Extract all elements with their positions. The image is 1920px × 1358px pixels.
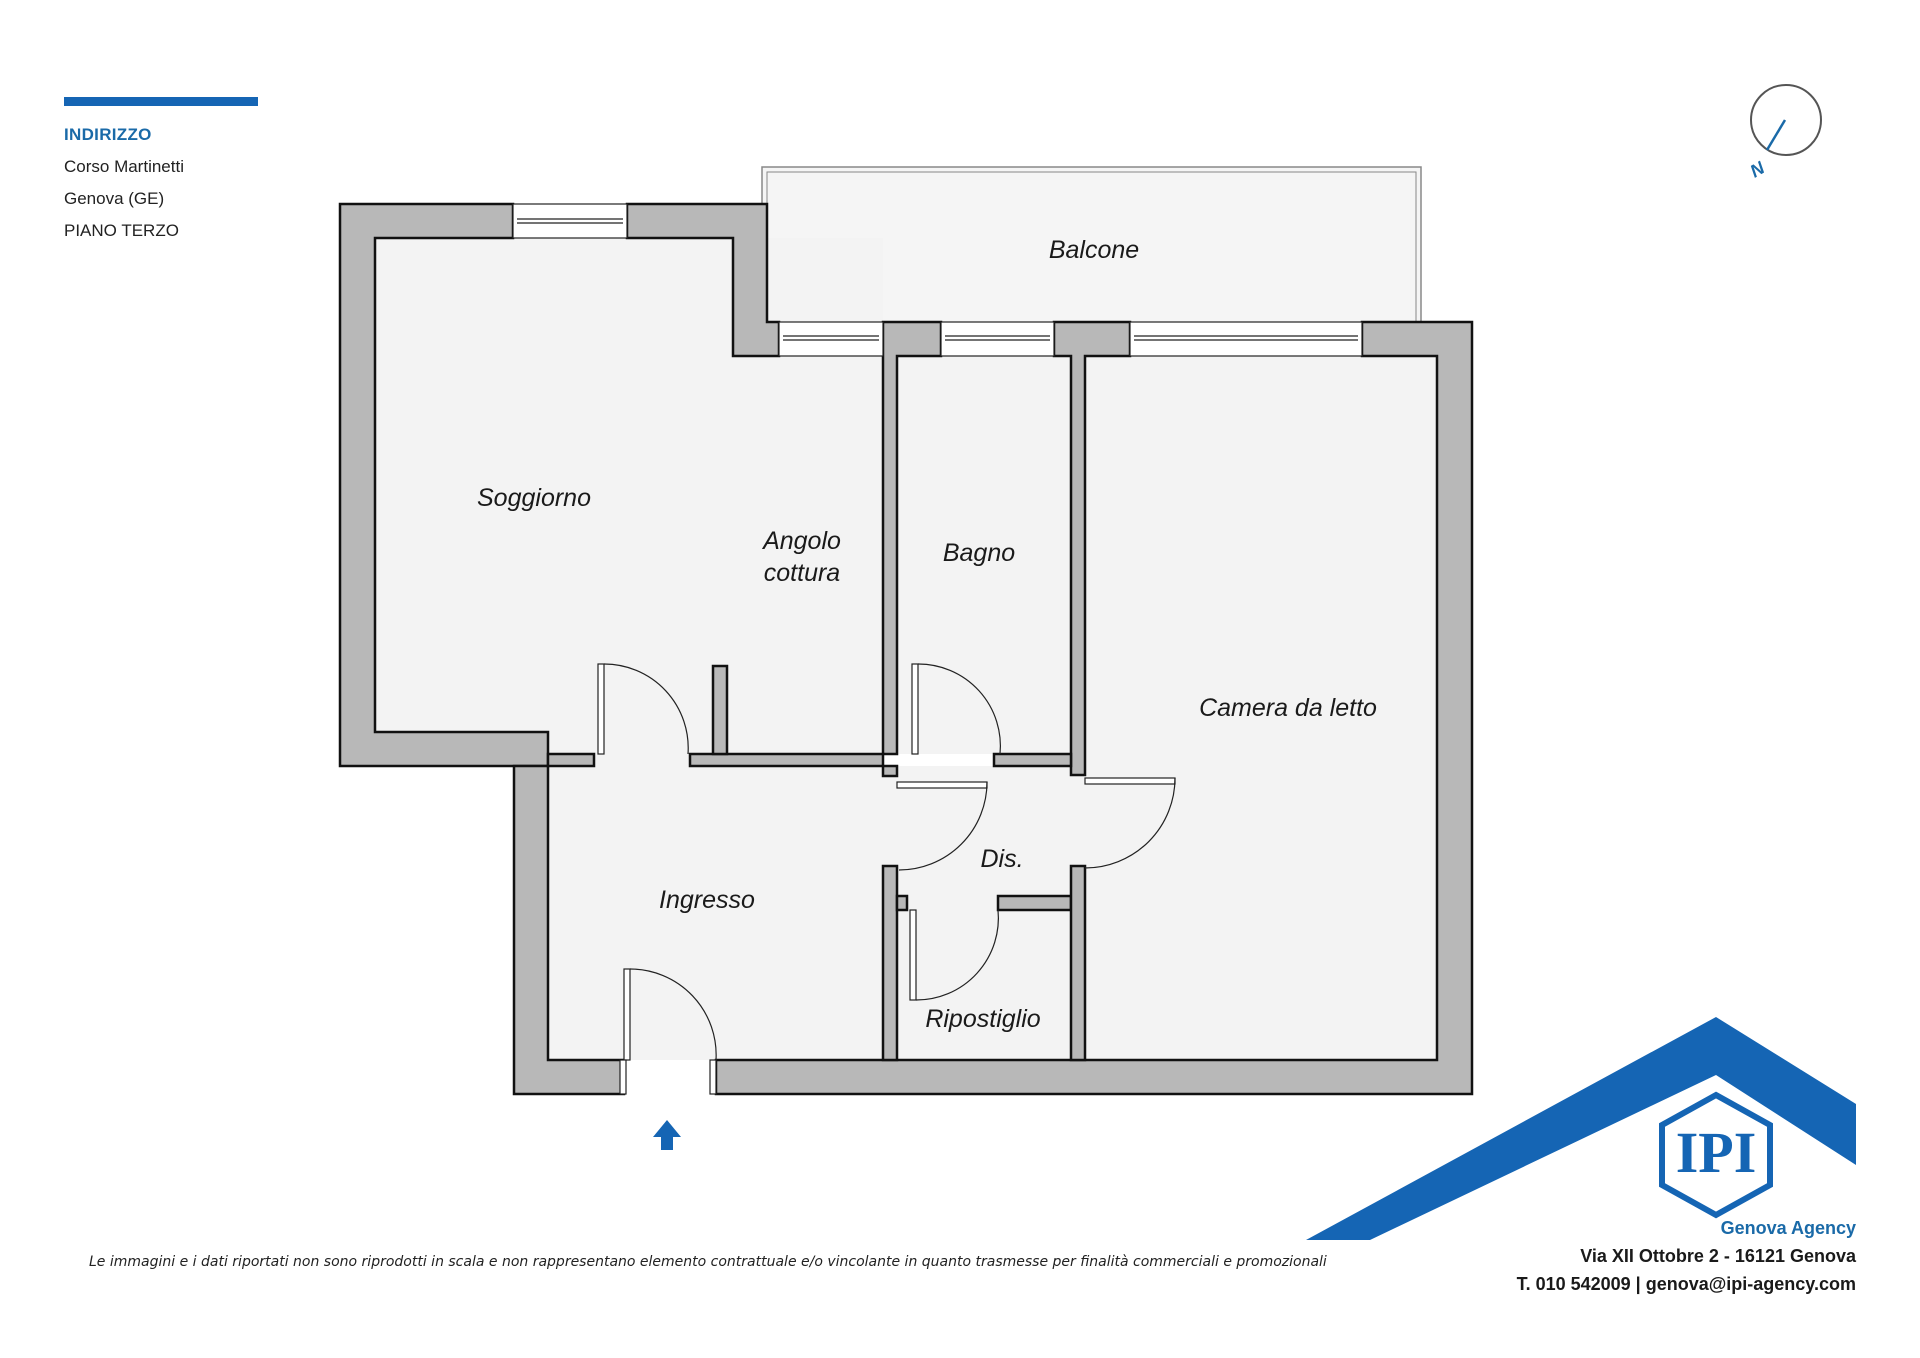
windows (512, 203, 1363, 357)
room-label-balcone: Balcone (1049, 236, 1139, 264)
room-label-bagno: Bagno (943, 539, 1015, 567)
address-floor: PIANO TERZO (64, 221, 179, 240)
agency-logo: IPI (1306, 1017, 1856, 1240)
doors (597, 663, 1176, 1095)
room-label-camera: Camera da letto (1199, 694, 1377, 722)
room-label-cottura: cottura (764, 559, 841, 587)
address-street: Corso Martinetti (64, 157, 184, 176)
floor-area (375, 238, 1437, 1060)
address-accent-bar (64, 97, 258, 106)
address-city: Genova (GE) (64, 189, 165, 208)
agency-contact: T. 010 542009 | genova@ipi-agency.com (1516, 1274, 1856, 1294)
agency-name: Genova Agency (1720, 1218, 1856, 1238)
compass-icon: N (1747, 84, 1822, 182)
compass-north-label: N (1747, 157, 1769, 181)
room-label-ingresso: Ingresso (659, 886, 755, 914)
room-label-angolo: Angolo (761, 527, 841, 555)
room-label-ripostiglio: Ripostiglio (925, 1005, 1040, 1033)
disclaimer-text: Le immagini e i dati riportati non sono … (89, 1254, 1327, 1270)
agency-address: Via XII Ottobre 2 - 16121 Genova (1580, 1246, 1856, 1266)
room-label-soggiorno: Soggiorno (477, 484, 591, 512)
address-title: INDIRIZZO (64, 125, 152, 144)
entrance-arrow-icon (653, 1120, 681, 1150)
room-label-dis: Dis. (980, 845, 1023, 873)
agency-logo-text: IPI (1676, 1120, 1757, 1185)
